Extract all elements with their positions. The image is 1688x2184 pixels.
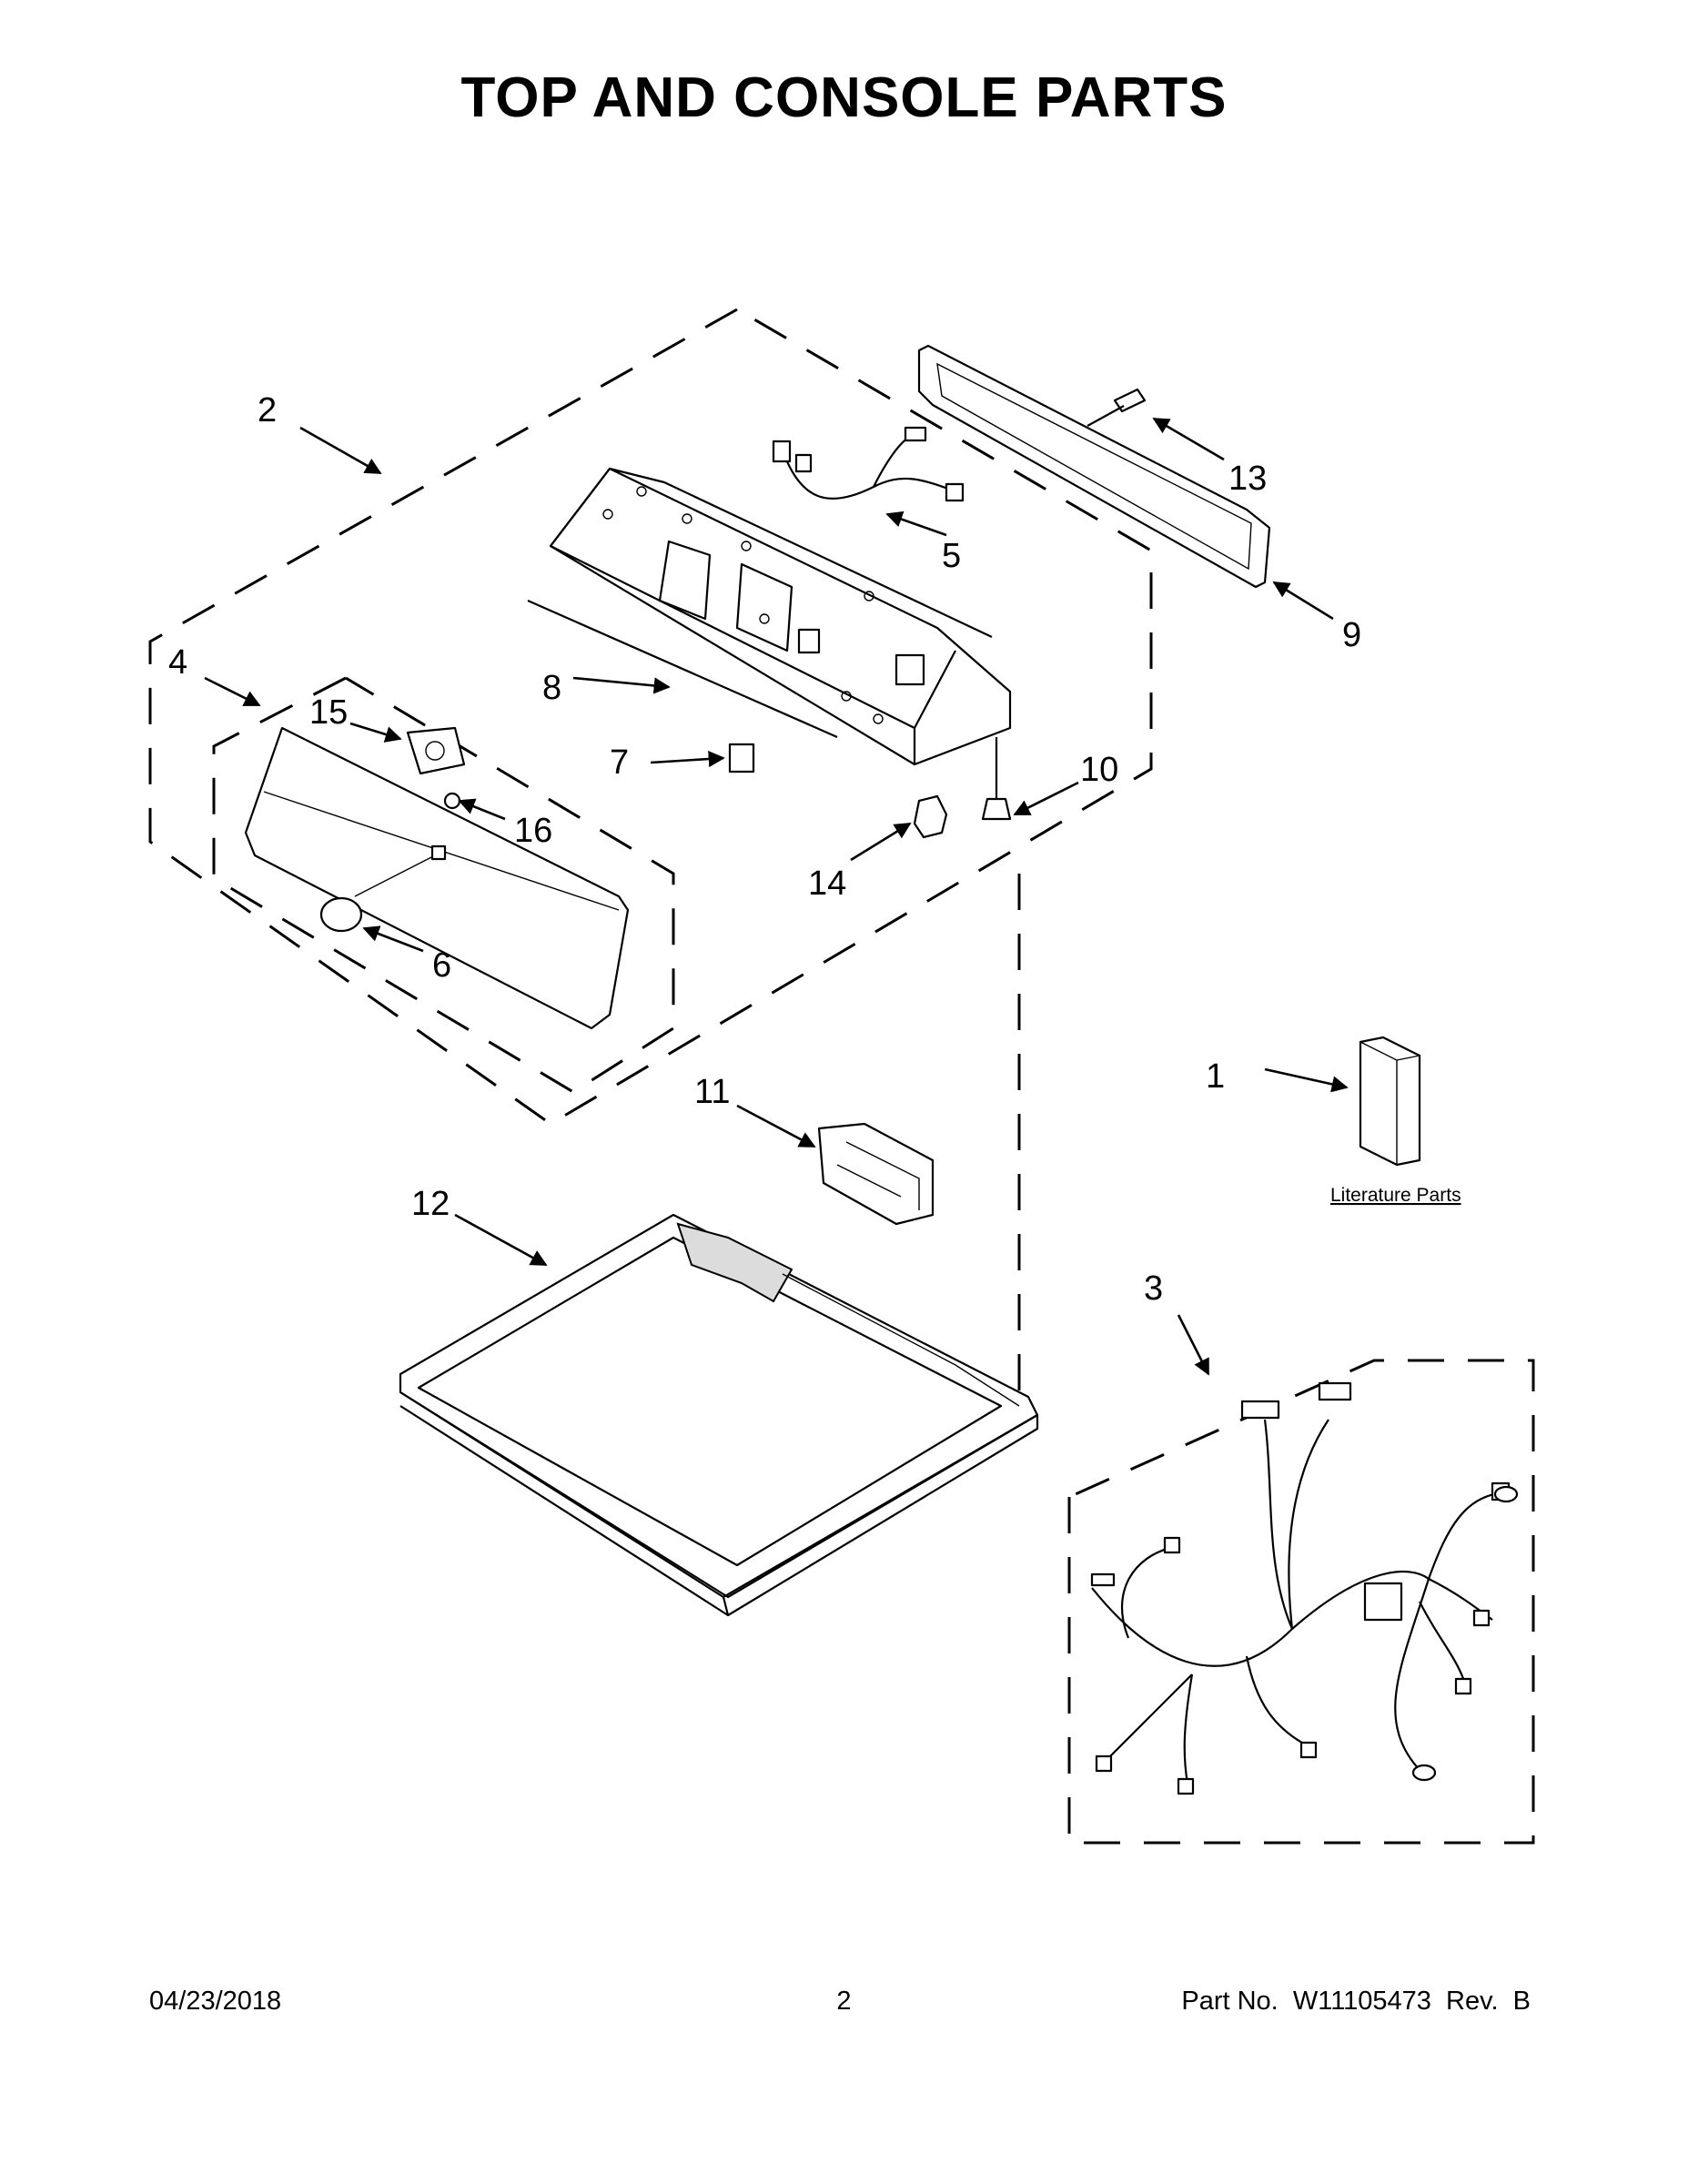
callout-10: 10 [1080,751,1118,789]
footer-date: 04/23/2018 [149,1987,282,2016]
callout-7: 7 [610,743,629,782]
top-panel [399,1213,1039,1617]
main-wire-harness [1090,1381,1519,1795]
screw-16 [443,792,461,810]
callout-11: 11 [694,1073,730,1111]
console-panel-outline [212,676,675,1094]
callout-arrows [204,417,1349,1376]
wire-harness-outline [1067,1359,1535,1845]
callout-9: 9 [1342,616,1361,654]
console-housing [549,467,1012,766]
callout-16: 16 [514,812,552,850]
footer-part-number: Part No. W11105473 Rev. B [1181,1987,1531,2016]
callout-15: 15 [309,693,348,732]
module-15 [406,726,466,775]
literature-parts-label: Literature Parts [1330,1185,1461,1206]
console-assembly-outline [148,308,1153,1126]
console-strip [527,599,838,739]
screw-13 [1087,388,1147,427]
screw-10 [981,737,1012,821]
console-bezel [917,344,1271,589]
console-wire-harness [772,426,965,502]
page-title: TOP AND CONSOLE PARTS [460,66,1228,129]
callout-3: 3 [1144,1269,1163,1308]
callout-8: 8 [542,669,561,707]
clip-7 [728,743,755,774]
callout-1: 1 [1206,1057,1225,1096]
callout-14: 14 [808,864,846,903]
footer-page-number: 2 [836,1987,852,2016]
callout-2: 2 [258,391,277,430]
control-board [817,1122,935,1226]
callout-4: 4 [168,643,187,682]
literature-booklet [1359,1036,1421,1167]
knob-6 [319,844,447,933]
callout-6: 6 [432,946,451,985]
callout-5: 5 [942,537,961,575]
callout-12: 12 [411,1185,450,1223]
clip-14 [913,794,948,839]
callout-13: 13 [1228,460,1267,498]
